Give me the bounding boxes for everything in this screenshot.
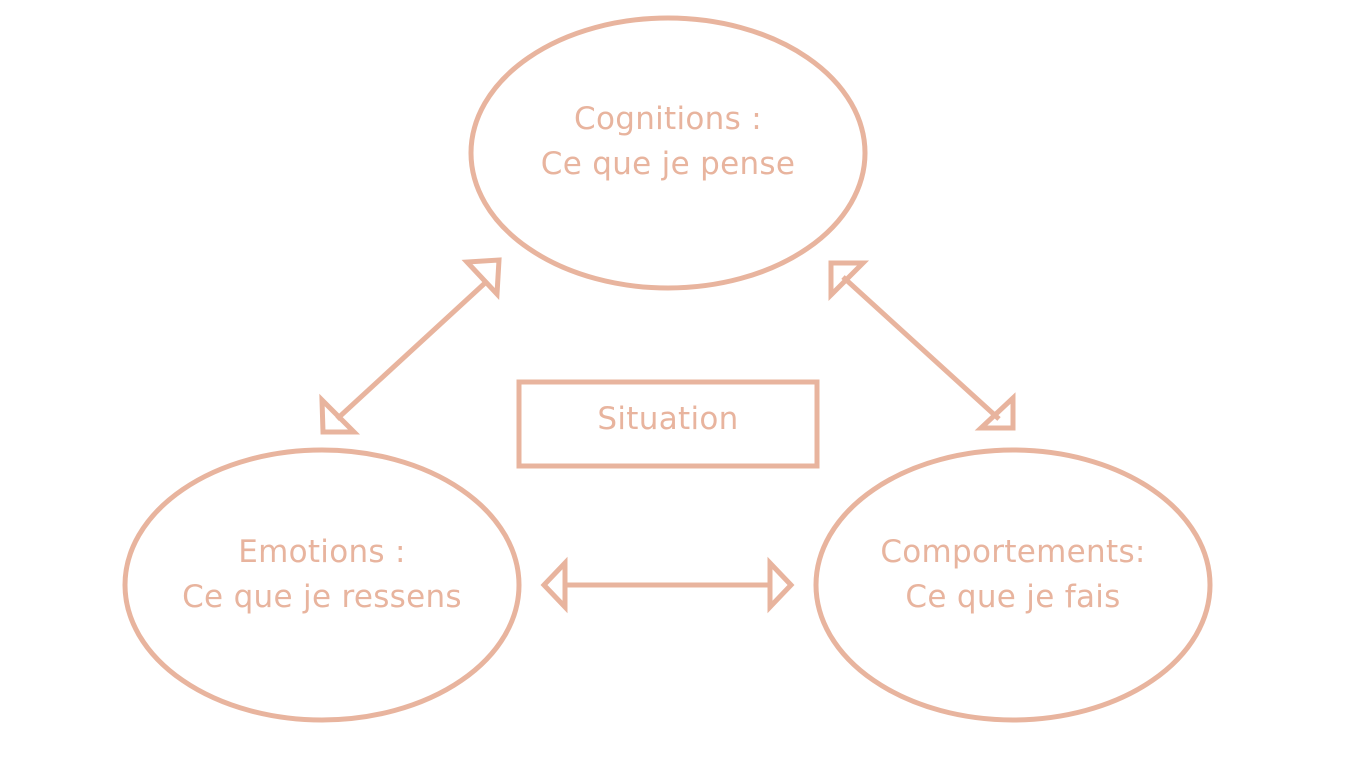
situation-box: [516, 379, 820, 469]
cognitions-ellipse: [468, 15, 868, 291]
arrow-emotions-comportements: [540, 556, 795, 614]
emotions-title: Emotions :: [238, 534, 406, 570]
cognitions-title: Cognitions :: [574, 101, 762, 137]
arrow-cognitions-emotions: [319, 257, 502, 435]
cognitions-subtitle: Ce que je pense: [540, 146, 796, 182]
comportements-label: Comportements: Ce que je fais: [813, 530, 1213, 620]
emotions-label: Emotions : Ce que je ressens: [122, 530, 522, 620]
emotions-ellipse: [122, 447, 522, 723]
situation-label: Situation: [519, 397, 817, 442]
comportements-ellipse: [813, 447, 1213, 723]
situation-text: Situation: [597, 401, 739, 437]
emotions-subtitle: Ce que je ressens: [182, 579, 462, 615]
cognitions-label: Cognitions : Ce que je pense: [468, 97, 868, 187]
comportements-subtitle: Ce que je fais: [905, 579, 1121, 615]
comportements-title: Comportements:: [880, 534, 1146, 570]
arrow-cognitions-comportements: [828, 260, 1016, 431]
